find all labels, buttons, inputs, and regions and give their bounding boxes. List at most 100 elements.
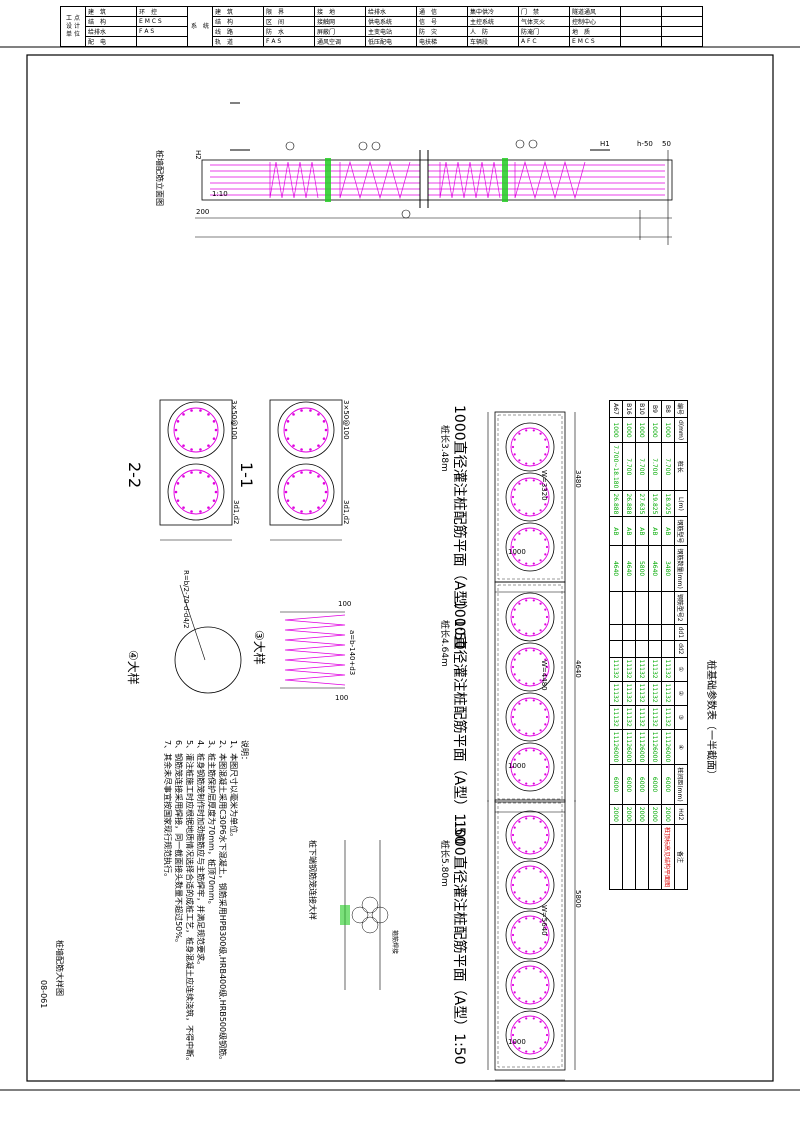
plan-rebar-dot [539,920,542,923]
detail-4-formula: R=b/2-70-d-d4/2 [182,570,190,629]
table-cell: 4640 [609,545,623,592]
notes-heading: 说明： [240,740,249,764]
table-cell: 11126000 [609,729,623,765]
table-cell [648,591,662,625]
table-cell: 11126000 [661,729,675,765]
section-rebar-dot [176,437,180,440]
tb-cell [661,36,703,47]
plan-rebar-ring [510,1015,550,1055]
table-cell: 7.700~18.180 [609,442,623,491]
plan-rebar-dot [518,947,521,950]
plan-rebar-dot [525,817,528,820]
plan-rebar-dot [513,758,516,761]
plan-3-title: 1000直径灌注桩配筋平面（A型）1:50 [451,820,467,1065]
table-cell: 11126000 [622,729,636,765]
plan-rebar-dot [525,917,528,920]
plan-rebar-dot [544,488,547,491]
plan-rebar-dot [518,752,521,755]
plan-rebar-dot [539,779,542,782]
tb-system-label: 系 统 [187,6,213,47]
section-pile-circle [167,463,225,521]
plan-rebar-dot [525,462,528,465]
bubble-3 [371,141,381,151]
note-item: 3、桩主筋保护层厚度为70mm，桩顶70mm。 [207,740,216,909]
param-header-cell: d(mm) [674,417,688,443]
section-rebar-dot [212,420,216,423]
table-cell: 1000 [622,417,636,443]
plan-rebar-dot [518,729,521,732]
plan-rebar-dot [532,649,535,652]
plan-rebar-dot [513,773,516,776]
plan-rebar-dot [545,545,549,549]
section-rebar-dot [199,448,202,451]
plan-rebar-dot [544,841,547,844]
table-cell [609,624,623,641]
plan-rebar-dot [545,715,549,719]
plan-rebar-dot [518,432,521,435]
plan-3-width: 5800 [574,890,582,908]
plan-rebar-dot [513,453,516,456]
plan-rebar-dot [539,459,542,462]
table-cell [635,640,649,657]
plan-rebar-ring [510,527,550,567]
plan-rebar-dot [518,997,521,1000]
spiral-zigzag [439,161,501,199]
section-rebar-dot [309,409,312,412]
table-cell: 4640 [648,545,662,592]
param-header-cell: 钢筋型号 [674,516,688,546]
plan-rebar-dot [545,833,549,837]
detail-4 [174,584,242,694]
elevation-label-h50: h-50 [637,140,653,148]
table-cell: 11132 [648,705,662,730]
plan-pile-circle [505,742,555,792]
title-block: 工 点 设 计 单 位 建 筑 环 控 系 统 建 筑 限 界 接 地 给排水 … [60,6,703,47]
plan-rebar-dot [525,1000,528,1003]
plan-rebar-dot [544,538,547,541]
plan-rebar-dot [532,950,535,953]
plan-rebar-dot [518,820,521,823]
section-rebar-dot [207,413,210,416]
plan-rebar-dot [539,1047,542,1050]
section-rebar-dot [190,510,193,513]
table-cell: B16 [622,400,636,418]
plan-rebar-dot [513,991,516,994]
plan-3-subtitle: 桩长5.80m [439,840,449,887]
note-item: 4、桩身钢筋笼制作时加劲箍筋应与主筋焊牢，并满足规范要求。 [196,740,205,970]
splice-circle [351,906,369,924]
elevation-title: 桩墙配筋立面图 [155,150,164,206]
detail-4-title: ④大样 [126,650,140,685]
plan-rebar-dot [525,699,528,702]
table-cell: 11126000 [648,729,662,765]
plan-rebar-dot [513,891,516,894]
note-item: 5、灌注桩施工时应根据地质情况选择合适的成桩工艺，桩身混凝土应连续浇筑，不得中断… [185,740,194,1066]
plan-rebar-dot [513,658,516,661]
plan-pile-circle [505,860,555,910]
plan-rebar-dot [525,732,528,735]
plan-rebar-dot [511,615,515,619]
plan-rebar-dot [539,752,542,755]
plan-rebar-dot [513,553,516,556]
plan-rebar-dot [544,1026,547,1029]
section-rebar-dot [207,506,210,509]
table-cell: 1000 [635,417,649,443]
plan-rebar-dot [532,699,535,702]
plan-rebar-dot [545,615,549,619]
plan-rebar-dot [532,1050,535,1053]
plan-rebar-dot [525,967,528,970]
elevation-label-200: 200 [196,208,209,216]
table-cell: B9 [648,400,662,418]
section-pile-circle [167,401,225,459]
section-rebar-dot [190,409,193,412]
plan-rebar-dot [518,559,521,562]
param-header-cell: L(m) [674,490,688,517]
param-header-cell: 编号 [674,400,688,418]
plan-rebar-dot [525,900,528,903]
table-cell-remark [609,824,623,890]
detail-4-circle [174,626,242,694]
bubble-2 [358,141,368,151]
plan-rebar-dot [545,983,549,987]
plan-2-bottom: 1000 [508,762,526,770]
plan-pile-circle [505,810,555,860]
section-rebar-dot [309,510,312,513]
